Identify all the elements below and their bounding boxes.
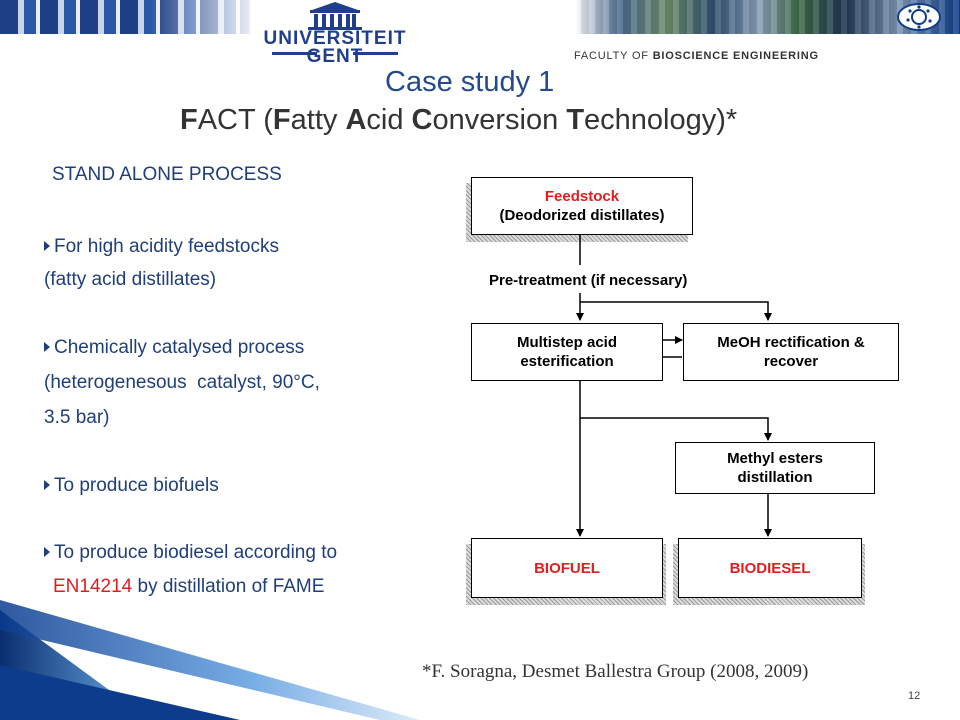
subtitle-part: F bbox=[180, 104, 198, 136]
faculty-prefix: FACULTY OF bbox=[574, 50, 653, 62]
subtitle-part: A bbox=[345, 104, 367, 136]
triangle-bullet-icon bbox=[44, 480, 50, 490]
university-name-line2: GENT bbox=[306, 46, 364, 67]
slide-subtitle: FACT (Fatty Acid Conversion Technology)* bbox=[180, 104, 737, 137]
biofuel-box: BIOFUEL bbox=[471, 538, 663, 598]
meoh-line1: MeOH rectification & bbox=[717, 334, 865, 351]
biofuel-label: BIOFUEL bbox=[534, 559, 600, 577]
subtitle-part: echnology)* bbox=[584, 104, 738, 136]
bullet-4-line2: EN14214 by distillation of FAME bbox=[53, 575, 324, 599]
bullet-1: For high acidity feedstocks bbox=[44, 235, 279, 259]
methyl-line2: distillation bbox=[737, 469, 813, 486]
page-number: 12 bbox=[908, 690, 921, 702]
bullet-3-line1: To produce biofuels bbox=[54, 475, 219, 496]
citation: *F. Soragna, Desmet Ballestra Group (200… bbox=[422, 661, 809, 682]
meoh-rectification-box: MeOH rectification & recover bbox=[683, 323, 899, 381]
triangle-bullet-icon bbox=[44, 241, 50, 251]
feedstock-title: Feedstock bbox=[544, 188, 620, 205]
multistep-esterification-box: Multistep acid esterification bbox=[471, 323, 663, 381]
multistep-line1: Multistep acid bbox=[516, 334, 617, 351]
methyl-esters-distillation-box: Methyl esters distillation bbox=[675, 442, 875, 494]
university-name: UNIVERSITEIT GENT bbox=[255, 28, 415, 67]
banner-left-image bbox=[0, 0, 250, 34]
subtitle-part: C bbox=[411, 104, 433, 136]
university-name-line1: UNIVERSITEIT bbox=[263, 28, 407, 49]
standard-code: EN14214 bbox=[53, 576, 133, 597]
feedstock-subtitle: (Deodorized distillates) bbox=[499, 207, 665, 224]
bullet-3: To produce biofuels bbox=[44, 474, 219, 498]
slide-title: Case study 1 bbox=[385, 66, 555, 98]
bullet-1-line2: (fatty acid distillates) bbox=[44, 269, 217, 290]
bullet-4-line2-rest: by distillation of FAME bbox=[132, 576, 325, 597]
faculty-name: FACULTY OF BIOSCIENCE ENGINEERING bbox=[574, 50, 819, 62]
bullet-2: Chemically catalysed process bbox=[44, 336, 304, 360]
biodiesel-box: BIODIESEL bbox=[678, 538, 862, 598]
meoh-line2: recover bbox=[763, 353, 819, 370]
corner-decoration bbox=[0, 600, 420, 720]
subtitle-part: ACT ( bbox=[197, 104, 273, 136]
bullet-2-line1: Chemically catalysed process bbox=[54, 337, 305, 358]
faculty-bold: BIOSCIENCE ENGINEERING bbox=[652, 50, 819, 62]
banner-right-image bbox=[575, 0, 960, 34]
subtitle-part: F bbox=[272, 104, 291, 136]
bullet-4-line1: To produce biodiesel according to bbox=[54, 542, 338, 563]
pretreatment-label: Pre-treatment (if necessary) bbox=[489, 272, 688, 289]
faculty-ring-logo-icon bbox=[897, 3, 941, 31]
bullet-2-line3: 3.5 bar) bbox=[44, 407, 110, 428]
multistep-line2: esterification bbox=[520, 353, 614, 370]
bullet-2-line2: (heterogenesous catalyst, 90°C, bbox=[44, 372, 320, 393]
subtitle-part: cid bbox=[366, 104, 412, 136]
triangle-bullet-icon bbox=[44, 547, 50, 557]
triangle-bullet-icon bbox=[44, 342, 50, 352]
subtitle-part: T bbox=[566, 104, 585, 136]
header-banner bbox=[0, 0, 960, 34]
bullet-4: To produce biodiesel according to bbox=[44, 541, 337, 565]
university-building-logo-icon bbox=[272, 2, 398, 55]
bullet-1-line1: For high acidity feedstocks bbox=[54, 236, 279, 257]
section-heading: STAND ALONE PROCESS bbox=[52, 164, 282, 185]
biodiesel-label: BIODIESEL bbox=[729, 559, 811, 577]
subtitle-part: onversion bbox=[432, 104, 567, 136]
subtitle-part: atty bbox=[290, 104, 346, 136]
methyl-line1: Methyl esters bbox=[727, 450, 823, 467]
feedstock-box: Feedstock (Deodorized distillates) bbox=[471, 177, 693, 235]
